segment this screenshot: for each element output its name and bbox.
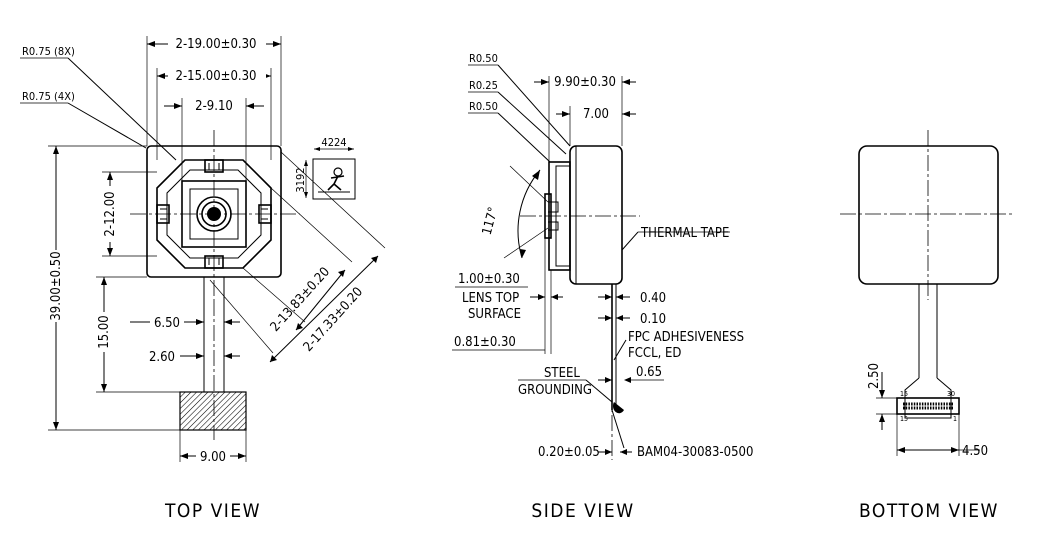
side-radius-low: R0.50: [469, 100, 498, 113]
dim-0-10: 0.10: [640, 312, 666, 327]
lens-top-label-1: LENS TOP: [462, 291, 519, 306]
pin-15-top: 15: [900, 390, 908, 398]
dim-width-9: 2-9.10: [195, 99, 233, 114]
top-connector-stiffener: [179, 391, 247, 431]
dim-lens-1-00: 1.00±0.30: [458, 272, 520, 287]
dim-height-15: 15.00: [97, 315, 112, 348]
side-view-title: SIDE VIEW: [531, 500, 634, 522]
product-label-box: [312, 158, 356, 200]
dim-height-39: 39.00±0.50: [49, 251, 64, 320]
dim-height-12: 2-12.00: [103, 191, 118, 236]
angle-117: 117°: [480, 206, 502, 237]
callout-r075-4x: R0.75 (4X): [22, 90, 75, 103]
side-view: 117° R0.50 R0.25 R0.50 9.90±0.30 7.00 TH…: [452, 52, 753, 522]
thermal-tape-label: THERMAL TAPE: [640, 226, 729, 241]
dim-9-90: 9.90±0.30: [554, 75, 616, 90]
dim-2-60: 2.60: [149, 350, 175, 365]
dim-0-81: 0.81±0.30: [454, 335, 516, 350]
dim-7-00: 7.00: [583, 107, 609, 122]
pin-15-bottom: 15: [900, 415, 908, 423]
dim-0-65: 0.65: [636, 365, 662, 380]
pin-1: 1: [953, 415, 957, 423]
fccl-label: FCCL, ED: [628, 346, 681, 361]
dim-width-19: 2-19.00±0.30: [176, 37, 257, 52]
side-radius-top: R0.50: [469, 52, 498, 65]
steel-label: STEEL: [544, 366, 580, 381]
dim-width-15: 2-15.00±0.30: [176, 69, 257, 84]
grounding-label: GROUNDING: [518, 383, 592, 398]
label-dim-3192: 3192: [294, 167, 307, 192]
fpc-adhesiveness-label: FPC ADHESIVENESS: [628, 330, 744, 345]
label-dim-4224: 4224: [321, 136, 346, 149]
dim-9-00: 9.00: [200, 450, 226, 465]
callout-r075-8x: R0.75 (8X): [22, 45, 75, 58]
dim-0-40: 0.40: [640, 291, 666, 306]
dim-4-50: 4.50: [962, 444, 988, 459]
side-body: [569, 145, 623, 285]
bottom-module-outline: [858, 145, 999, 285]
lens-top-label-2: SURFACE: [468, 307, 521, 322]
part-number: BAM04-30083-0500: [637, 445, 753, 460]
dim-6-50: 6.50: [154, 316, 180, 331]
top-view: 2-19.00±0.30 2-15.00±0.30 2-9.10 2-12.00…: [20, 36, 386, 522]
side-radius-mid: R0.25: [469, 79, 498, 92]
bottom-view: 15 30 15 1 2.50 4.50 BOTTOM VIEW: [840, 130, 1015, 522]
bottom-connector: [896, 397, 960, 415]
dim-0-20: 0.20±0.05: [538, 445, 600, 460]
label-logo-icon: [318, 167, 350, 193]
pin-30: 30: [947, 390, 955, 398]
dim-2-50: 2.50: [867, 363, 882, 389]
top-view-title: TOP VIEW: [164, 500, 261, 522]
bottom-view-title: BOTTOM VIEW: [859, 500, 999, 522]
